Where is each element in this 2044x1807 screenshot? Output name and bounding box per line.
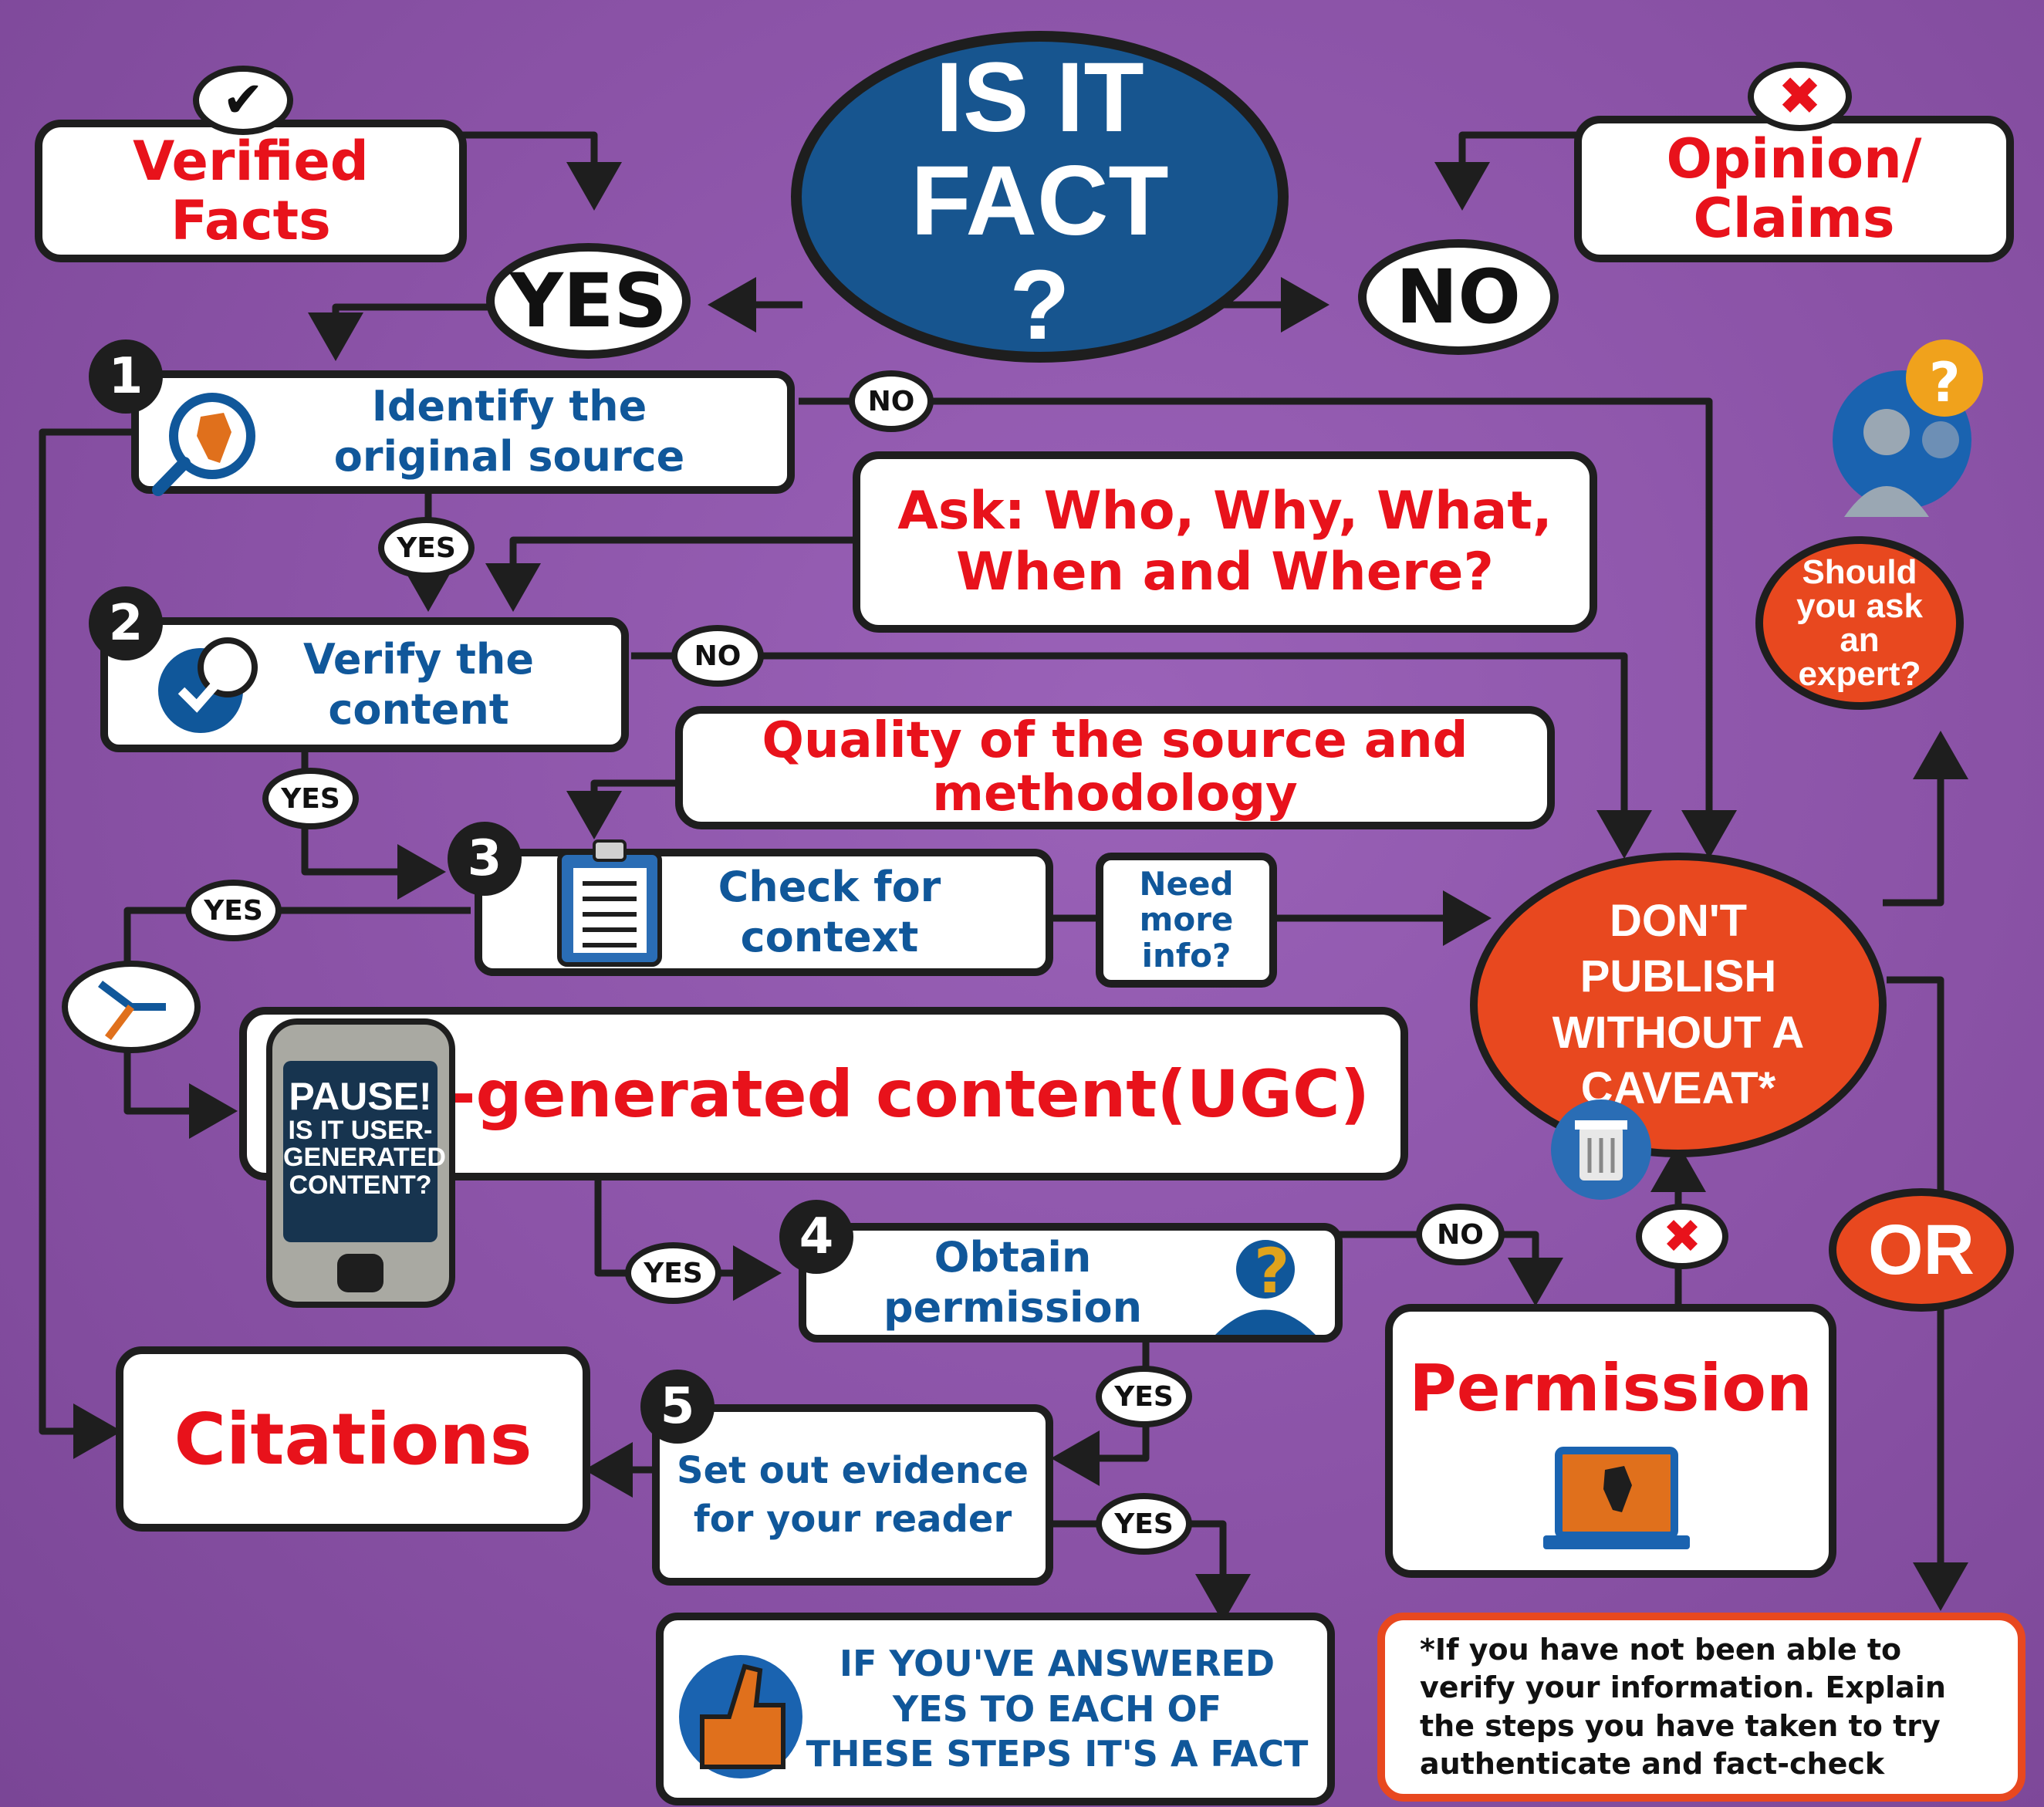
step1-yes-pill: YES	[378, 517, 475, 579]
ask-line2: When and Where?	[956, 541, 1494, 603]
opinion-claims-box: Opinion/ Claims	[1574, 116, 2014, 262]
step3-number: 3	[448, 822, 522, 896]
or-badge: OR	[1829, 1188, 2014, 1312]
permission-label: Permission	[1409, 1350, 1813, 1426]
reject-cross-icon: ✖	[1636, 1204, 1728, 1269]
verified-facts-box: Verified Facts	[35, 120, 467, 262]
step4-line2: permission	[883, 1282, 1143, 1332]
trash-icon	[1547, 1096, 1655, 1204]
svg-text:?: ?	[1929, 351, 1961, 414]
clipboard-icon	[552, 837, 671, 968]
expert-line1: Should	[1802, 552, 1917, 591]
yes-main-badge: YES	[486, 243, 691, 359]
dont-line2: PUBLISH	[1579, 951, 1777, 1001]
phone-line4: CONTENT?	[289, 1170, 432, 1200]
step3-line2: context	[740, 912, 919, 961]
step1-line2: original source	[333, 432, 685, 481]
step4-line1: Obtain	[934, 1232, 1092, 1282]
need-info-line2: more	[1139, 900, 1234, 939]
experts-icon: ?	[1829, 332, 1998, 517]
opinion-line1: Opinion/	[1666, 127, 1922, 191]
step5-box: Set out evidence for your reader	[652, 1404, 1053, 1586]
caveat-note-box: *If you have not been able to verify you…	[1377, 1613, 2025, 1802]
caveat-line3: the steps you have taken to try	[1420, 1708, 1941, 1743]
title-text: IS IT FACT ?	[791, 46, 1289, 357]
step5-line1: Set out evidence	[677, 1449, 1029, 1493]
step5-yes-pill: YES	[1096, 1493, 1192, 1555]
dont-publish-oval: DON'T PUBLISH WITHOUT A CAVEAT*	[1470, 853, 1887, 1157]
step1-number: 1	[89, 339, 163, 414]
step1-line1: Identify the	[371, 382, 647, 431]
ugc-yes-pill: YES	[625, 1242, 721, 1304]
dont-line1: DON'T	[1609, 895, 1748, 946]
quality-line2: methodology	[932, 765, 1298, 822]
step5-number: 5	[640, 1370, 715, 1444]
expert-line2: you ask	[1796, 586, 1923, 625]
step2-number: 2	[89, 586, 163, 660]
step4-no-pill: NO	[1416, 1204, 1505, 1265]
title-line1: IS IT	[935, 42, 1144, 153]
dont-line3: WITHOUT A	[1552, 1007, 1805, 1058]
quality-box: Quality of the source and methodology	[675, 706, 1555, 829]
laptop-africa-icon	[1543, 1447, 1690, 1555]
verify-check-icon	[150, 633, 266, 741]
check-icon: ✔	[193, 66, 293, 135]
magnifier-africa-icon	[150, 390, 258, 498]
step1-no-pill: NO	[849, 370, 934, 432]
ugc-label: User-generated content(UGC)	[282, 1055, 1370, 1132]
ask-line1: Ask: Who, Why, What,	[897, 481, 1552, 542]
ask-box: Ask: Who, Why, What, When and Where?	[853, 451, 1597, 633]
person-question-icon: ?	[1208, 1231, 1323, 1335]
phone-line2: IS IT USER-	[288, 1115, 433, 1145]
expert-line4: expert?	[1798, 654, 1921, 693]
verified-line2: Facts	[171, 188, 331, 252]
quality-line1: Quality of the source and	[762, 711, 1468, 769]
title-line2: FACT	[911, 146, 1169, 257]
verified-line1: Verified	[133, 129, 369, 193]
step3-yes-pill: YES	[185, 880, 282, 941]
svg-text:?: ?	[1254, 1235, 1289, 1307]
satellite-icon	[62, 961, 201, 1053]
citations-box: Citations	[116, 1346, 590, 1532]
expert-line3: an	[1840, 620, 1880, 659]
caveat-line2: verify your information. Explain	[1420, 1670, 1946, 1705]
fact-line2: YES TO EACH OF	[892, 1687, 1222, 1730]
fact-line1: IF YOU'VE ANSWERED	[839, 1642, 1275, 1684]
need-info-line1: Need	[1139, 865, 1234, 903]
step5-line2: for your reader	[693, 1497, 1012, 1541]
citations-label: Citations	[174, 1397, 532, 1481]
caveat-line1: *If you have not been able to	[1420, 1632, 1902, 1667]
fact-line3: THESE STEPS IT'S A FACT	[806, 1733, 1309, 1775]
step2-line2: content	[328, 684, 509, 734]
step3-line1: Check for	[718, 862, 941, 911]
need-info-line3: info?	[1141, 936, 1231, 974]
need-info-box: Need more info?	[1096, 853, 1277, 988]
expert-oval: Should you ask an expert?	[1755, 536, 1964, 710]
caveat-line4: authenticate and fact-check	[1420, 1746, 1885, 1781]
opinion-line2: Claims	[1693, 187, 1895, 250]
step4-yes-pill: YES	[1096, 1366, 1192, 1427]
phone-line1: PAUSE!	[289, 1075, 432, 1118]
cross-icon: ✖	[1748, 62, 1852, 131]
step2-line1: Verify the	[303, 634, 534, 684]
step2-yes-pill: YES	[262, 768, 359, 829]
step4-number: 4	[779, 1200, 853, 1274]
step2-no-pill: NO	[671, 625, 764, 687]
phone-icon: PAUSE! IS IT USER- GENERATED CONTENT?	[266, 1018, 455, 1308]
thumbs-up-icon	[675, 1643, 806, 1786]
title-line3: ?	[1009, 249, 1070, 360]
no-main-badge: NO	[1358, 239, 1559, 355]
phone-line3: GENERATED	[283, 1143, 446, 1173]
